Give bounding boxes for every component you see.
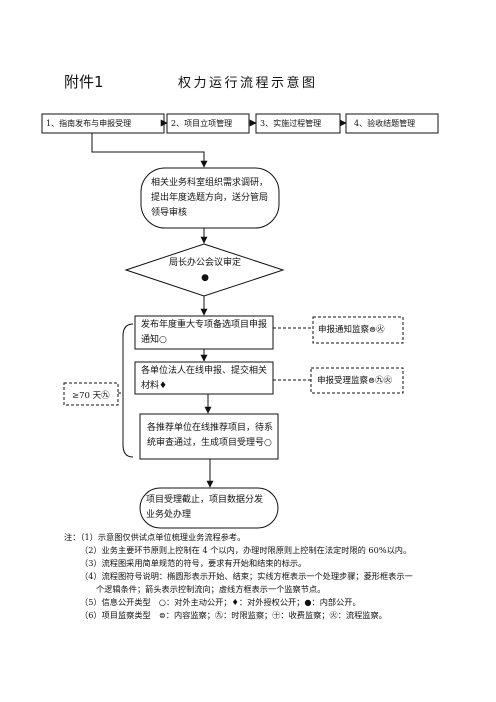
monitor-box-notice <box>312 316 404 344</box>
note-item-3: （3）流程图采用简单规范的符号，要求有开始和结束的标示。 <box>80 558 307 568</box>
monitor-notice-text: 申报通知监察⊜㊋ <box>318 325 385 335</box>
end-text: 项目受理截止，项目数据分发业务处办理 <box>146 495 264 520</box>
monitor-box-acceptance <box>310 367 404 394</box>
monitor-acceptance-text: 申报受理监察⊜㊈㊋ <box>317 376 393 386</box>
note-item-4: （4）流程图符号说明：椭圆形表示开始、结束；实线方框表示一个处理步骤；菱形框表示… <box>80 571 413 581</box>
publish-text: 发布年度重大专项备选项目申报通知○ <box>141 320 268 345</box>
note-item-1: （1）示意图仅供试点单位梳理业务流程参考。 <box>80 532 246 542</box>
process-box-apply <box>134 361 274 395</box>
notes-label: 注： <box>64 532 81 542</box>
note-item-4-cont: 个逻辑条件；箭头表示控制流向；虚线方框表示一个监察节点。 <box>96 584 326 594</box>
start-text: 相关业务科室组织需求调研，提出年度选题方向，送分管局领导审核 <box>151 178 269 218</box>
apply-text: 各单位法人在线申报、提交相关材料♦ <box>141 366 268 391</box>
connector-phase-to-start <box>91 133 208 168</box>
phase-label-4: 4、验收结题管理 <box>354 119 416 128</box>
notes-section: 注：（1）示意图仅供试点单位梳理业务流程参考。 （2）业务主要环节原则上控制在 … <box>64 531 484 622</box>
attachment-label: 附件1 <box>64 73 104 91</box>
phase-label-1: 1、指南发布与申报受理 <box>46 119 132 128</box>
note-item-6: （6）项目监察类型 ⊜：内容监察；㊈：时限监察；㊉：收费监察；㊋：流程监察。 <box>80 610 387 620</box>
process-box-recommend <box>139 413 279 460</box>
diagram-title: 权力运行流程示意图 <box>178 76 318 91</box>
note-line-1: 注：（1）示意图仅供试点单位梳理业务流程参考。 <box>64 531 484 544</box>
end-terminator <box>139 487 279 529</box>
note-item-5: （5）信息公开类型 ○：对外主动公开；♦：对外授权公开；●：内部公开。 <box>80 597 361 607</box>
recommend-text: 各推荐单位在线推荐项目，待系统审查通过，生成项目受理号○ <box>147 423 274 448</box>
phase-label-2: 2、项目立项管理 <box>171 119 233 128</box>
decision-text: 局长办公会议审定● <box>168 258 241 283</box>
note-item-2: （2）业务主要环节原则上控制在 4 个以内，办理时限原则上控制在法定时限的 60… <box>80 545 412 555</box>
start-terminator <box>140 167 280 229</box>
phase-label-3: 3、实施过程管理 <box>260 119 322 128</box>
time-limit-brace <box>122 323 134 458</box>
time-limit-box <box>63 382 119 406</box>
time-limit-text: ≥70 天㊈ <box>72 391 110 401</box>
